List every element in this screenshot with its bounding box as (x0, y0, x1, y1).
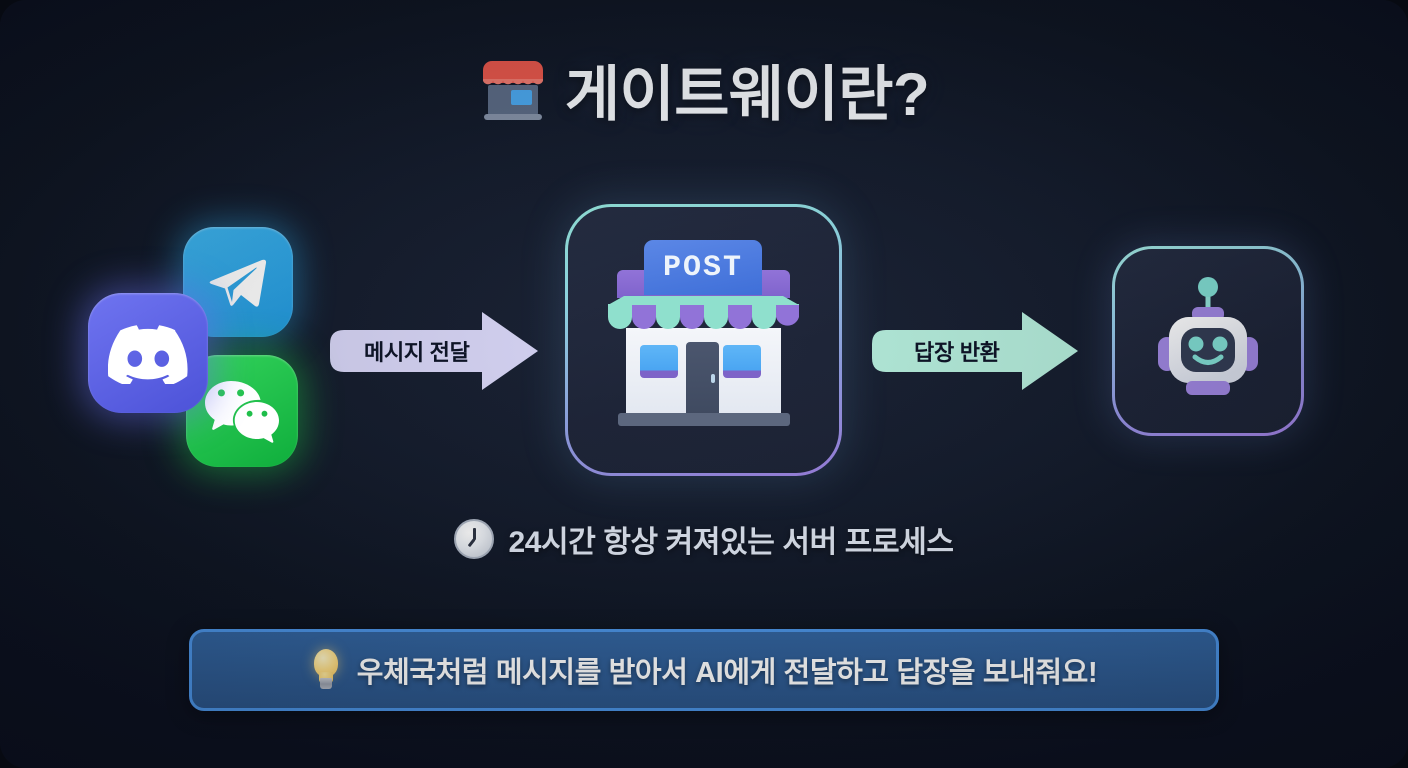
telegram-paper-plane-icon (209, 259, 267, 307)
ai-bot-card[interactable] (1112, 246, 1304, 436)
summary-callout-text: 우체국처럼 메시지를 받아서 AI에게 전달하고 답장을 보내줘요! (356, 657, 1098, 689)
gateway-post-office-card[interactable]: POST (565, 204, 842, 476)
arrow-shape-return (872, 312, 1078, 390)
discord-app-icon[interactable] (88, 293, 208, 413)
robot-icon (1158, 277, 1258, 395)
discord-logo-icon (108, 325, 188, 384)
wechat-bubbles-icon (205, 381, 279, 443)
post-sign: POST (644, 240, 762, 295)
summary-callout: 우체국처럼 메시지를 받아서 AI에게 전달하고 답장을 보내줘요! (189, 629, 1219, 711)
server-subcaption-text: 24시간 항상 켜져있는 서버 프로세스 (508, 526, 954, 559)
messenger-icon-cluster (70, 205, 330, 495)
server-subcaption: 24시간 항상 켜져있는 서버 프로세스 (0, 517, 1408, 561)
arrow-shape-forward (330, 312, 538, 390)
arrow-reply-return: 답장 반환 (866, 306, 1084, 396)
post-sign-text: POST (662, 250, 743, 285)
arrow-reply-return-label: 답장 반환 (914, 340, 1000, 365)
page-title-text: 게이트웨이란? (564, 61, 930, 128)
clock-emoji-icon (454, 519, 495, 559)
store-emoji-icon (479, 57, 547, 123)
light-bulb-emoji-icon (311, 649, 341, 691)
arrow-message-forward: 메시지 전달 (322, 306, 546, 396)
awning-stripes (608, 296, 799, 329)
post-office-icon: POST (596, 240, 811, 440)
arrow-message-forward-label: 메시지 전달 (364, 340, 470, 365)
page-title: 게이트웨이란? (0, 46, 1408, 133)
